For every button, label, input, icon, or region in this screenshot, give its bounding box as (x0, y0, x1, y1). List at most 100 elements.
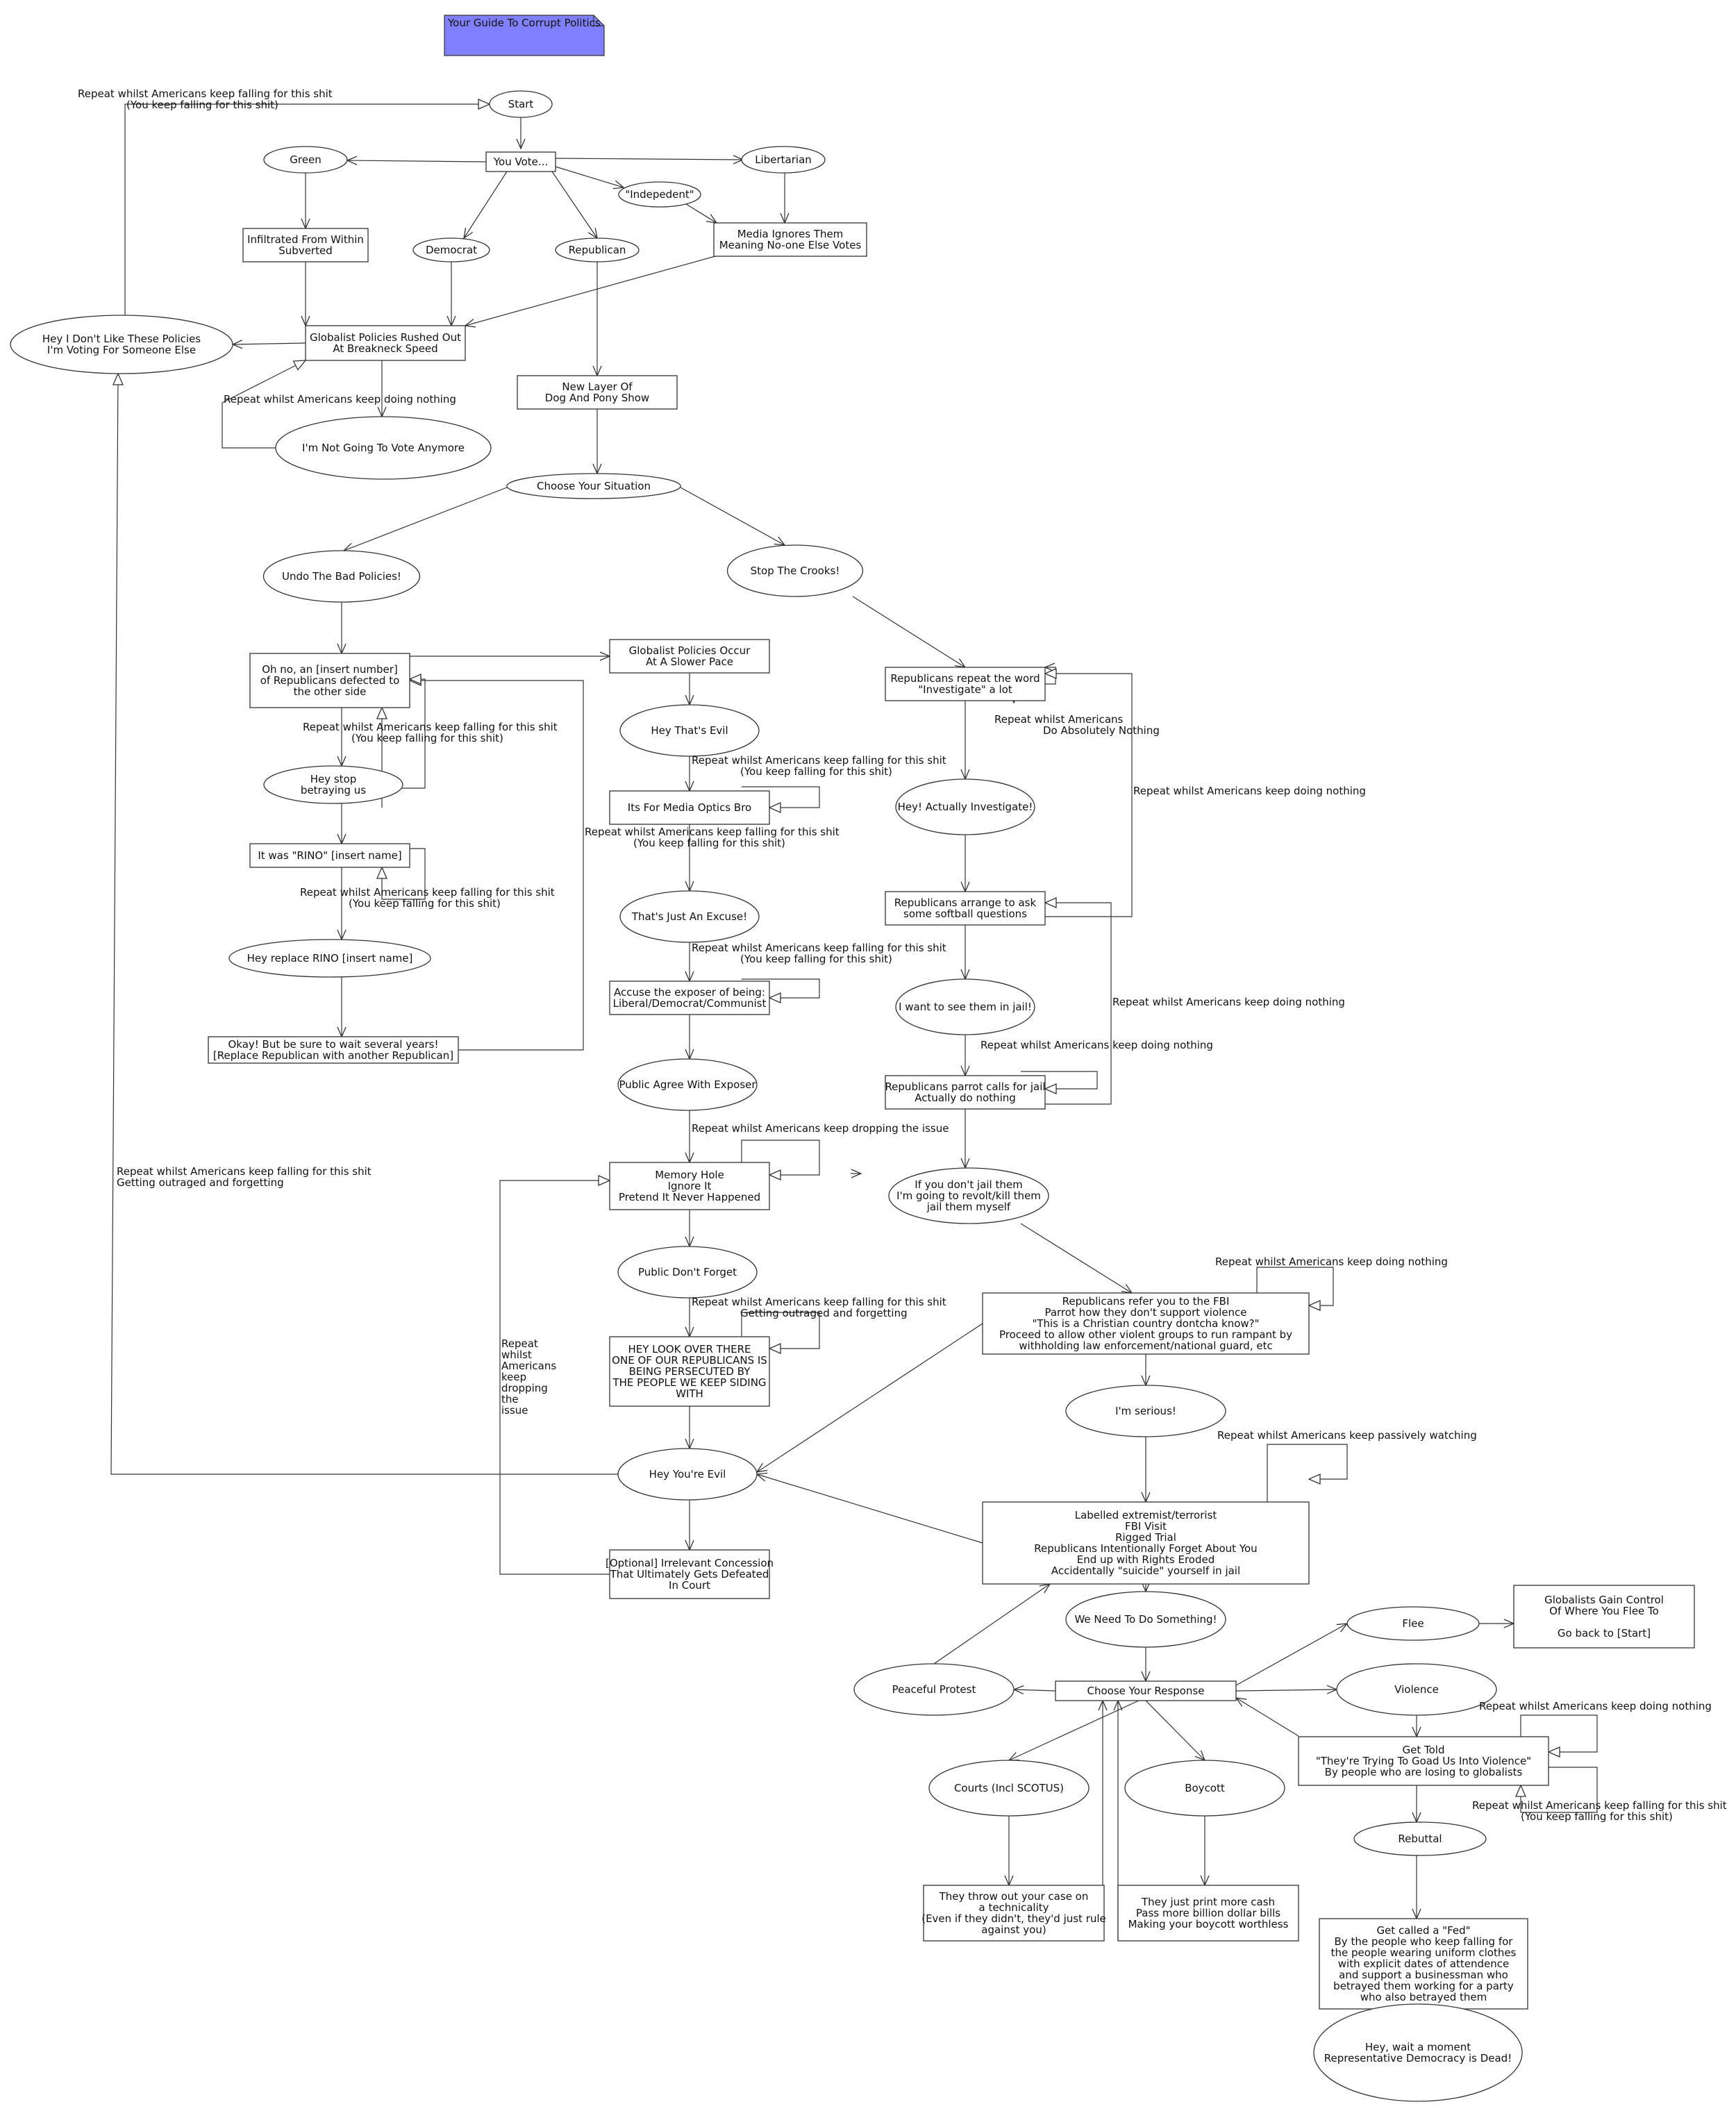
edge-label-line: Repeat whilst Americans keep falling for… (692, 754, 946, 767)
node-boycott[interactable]: Boycott (1124, 1760, 1285, 1817)
node-label-line: Infiltrated From Within (247, 233, 364, 246)
node-parrot[interactable]: Republicans parrot calls for jailActuall… (885, 1075, 1046, 1110)
edge-connector-19 (344, 487, 508, 551)
node-need-something[interactable]: We Need To Do Something! (1065, 1591, 1226, 1648)
node-shape-rect (517, 375, 678, 410)
node-shape-rect (249, 843, 410, 868)
node-courts[interactable]: Courts (Incl SCOTUS) (928, 1760, 1090, 1817)
node-label-line: who also betrayed them (1360, 1991, 1487, 2003)
node-label-line: Labelled extremist/terrorist (1075, 1509, 1217, 1521)
node-not-vote[interactable]: I'm Not Going To Vote Anymore (275, 416, 492, 480)
node-throw-out[interactable]: They throw out your case ona technicalit… (921, 1885, 1106, 1942)
edges-layer (110, 104, 1598, 2009)
node-just-excuse[interactable]: That's Just An Excuse! (619, 890, 760, 943)
node-label-line: some softball questions (903, 908, 1027, 920)
node-label-line: Hey, wait a moment (1365, 2041, 1471, 2053)
edge-label-line: Getting outraged and forgetting (117, 1176, 284, 1189)
node-see-jail[interactable]: I want to see them in jail! (895, 978, 1035, 1035)
node-label-line: the other side (294, 685, 367, 698)
node-rebuttal[interactable]: Rebuttal (1353, 1821, 1487, 1856)
node-label-line: Dog And Pony Show (545, 392, 649, 404)
node-hey-youre-evil[interactable]: Hey You're Evil (617, 1448, 758, 1501)
edge-connector-64 (757, 1474, 983, 1544)
node-flee[interactable]: Flee (1346, 1606, 1480, 1641)
edge-label-line: Repeat whilst Americans (994, 713, 1124, 726)
edge-label-l-heylook: Repeat whilst Americans keep falling for… (692, 1296, 946, 1319)
node-label-line: Its For Media Optics Bro (628, 801, 751, 814)
node-youvote[interactable]: You Vote... (485, 151, 556, 172)
node-start[interactable]: Start (489, 90, 553, 118)
diagram-title: Your Guide To Corrupt Politics (447, 17, 601, 29)
node-label-line: Rebuttal (1398, 1833, 1442, 1845)
node-replace-rino[interactable]: Hey replace RINO [insert name] (228, 939, 431, 978)
node-label-line: Hey stop (310, 773, 357, 785)
edge-label-l-gettold1: Repeat whilst Americans keep doing nothi… (1479, 1700, 1712, 1712)
node-peaceful[interactable]: Peaceful Protest (853, 1663, 1015, 1716)
node-republican[interactable]: Republican (555, 237, 640, 262)
node-shape-ellipse (617, 1448, 758, 1501)
node-okay-wait[interactable]: Okay! But be sure to wait several years!… (208, 1036, 459, 1064)
node-green[interactable]: Green (263, 146, 348, 174)
node-shape-rect (609, 1549, 770, 1599)
node-thats-evil[interactable]: Hey That's Evil (619, 704, 760, 757)
edge-label-l-rino: Repeat whilst Americans keep falling for… (300, 886, 555, 910)
edge-connector-57 (1045, 674, 1133, 917)
node-shape-ellipse (617, 1058, 758, 1111)
node-choose-response[interactable]: Choose Your Response (1055, 1680, 1237, 1701)
node-called-fed[interactable]: Get called a "Fed"By the people who keep… (1319, 1918, 1528, 2010)
node-serious[interactable]: I'm serious! (1065, 1385, 1226, 1437)
node-oh-no[interactable]: Oh no, an [insert number]of Republicans … (249, 653, 410, 708)
edge-label-l-right2: Repeat whilst Americans keep doing nothi… (1112, 996, 1345, 1008)
node-media-optics[interactable]: Its For Media Optics Bro (609, 790, 770, 825)
node-accuse[interactable]: Accuse the exposer of being:Liberal/Demo… (609, 981, 770, 1015)
node-rino[interactable]: It was "RINO" [insert name] (249, 843, 410, 868)
node-independent[interactable]: "Indepedent" (618, 181, 701, 208)
node-shape-ellipse (619, 704, 760, 757)
edge-label-line: (You keep falling for this shit) (351, 732, 503, 744)
node-democrat[interactable]: Democrat (412, 237, 490, 262)
node-label-line: Hey replace RINO [insert name] (247, 952, 413, 965)
node-public-agree[interactable]: Public Agree With Exposer (617, 1058, 758, 1111)
node-public-dont-forget[interactable]: Public Don't Forget (617, 1246, 758, 1299)
node-stop-crooks[interactable]: Stop The Crooks! (726, 544, 864, 597)
node-libertarian[interactable]: Libertarian (741, 146, 826, 174)
edge-label-line: Repeat whilst Americans keep falling for… (117, 1165, 372, 1178)
node-label-line: Liberal/Democrat/Communist (613, 997, 767, 1010)
edge-label-line: Repeat (501, 1337, 538, 1350)
edge-connector-12 (465, 256, 716, 326)
node-undo[interactable]: Undo The Bad Policies! (262, 550, 421, 603)
node-violence[interactable]: Violence (1336, 1663, 1497, 1716)
node-label-line: Republicans arrange to ask (894, 896, 1037, 909)
node-choose-situation[interactable]: Choose Your Situation (506, 473, 681, 499)
node-shape-ellipse (895, 978, 1035, 1035)
node-shape-rect (305, 325, 466, 361)
node-shape-rect (208, 1036, 459, 1064)
edge-label-line: keep (501, 1371, 526, 1383)
node-investigate[interactable]: Republicans repeat the word"Investigate"… (885, 667, 1046, 701)
node-get-told[interactable]: Get Told"They're Trying To Goad Us Into … (1298, 1736, 1549, 1786)
edge-label-line: Repeat whilst Americans keep falling for… (303, 721, 558, 733)
node-shape-ellipse (412, 237, 490, 262)
node-shape-ellipse (262, 550, 421, 603)
node-label-line: That's Just An Excuse! (631, 910, 747, 923)
node-actually-investigate[interactable]: Hey! Actually Investigate! (895, 778, 1035, 835)
node-label-line: Republican (569, 244, 626, 256)
edge-label-line: Repeat whilst Americans keep doing nothi… (1112, 996, 1345, 1008)
